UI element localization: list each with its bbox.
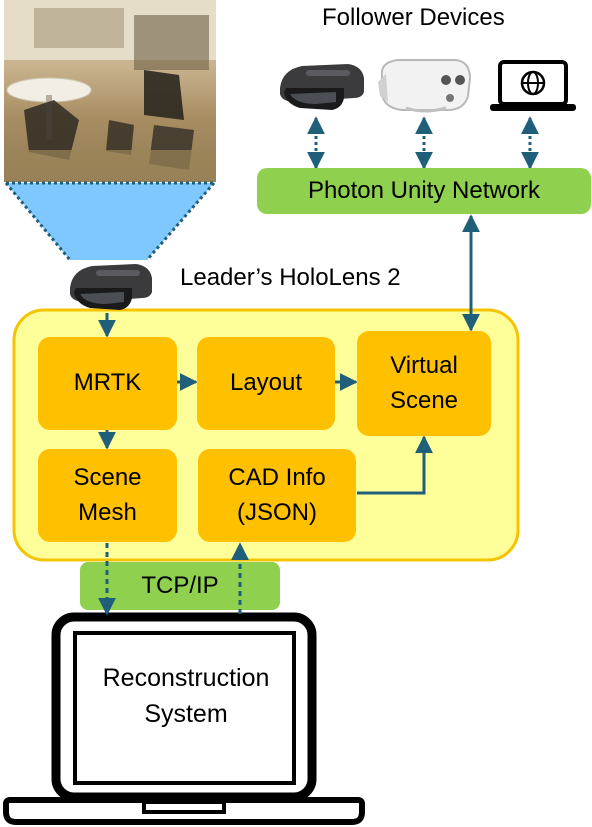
layout-box: Layout — [197, 337, 335, 430]
photon-network-box: Photon Unity Network — [257, 168, 591, 214]
camera-frustum — [6, 183, 214, 260]
reconstruction-system-label: Reconstruction System — [102, 664, 270, 729]
laptop-icon — [3, 612, 365, 825]
mrtk-box: MRTK — [38, 337, 177, 430]
hololens-follower-icon — [280, 64, 364, 110]
scene-mesh-box: Scene Mesh — [38, 449, 177, 542]
link-cad-scene — [357, 435, 433, 495]
hololens-icon — [70, 264, 152, 310]
laptop-globe-icon — [490, 60, 576, 111]
virtual-scene-box: Virtual Scene — [357, 331, 491, 436]
room-photo — [4, 0, 216, 182]
cad-info-box: CAD Info (JSON) — [198, 449, 356, 542]
leader-hololens-title: Leader’s HoloLens 2 — [180, 264, 401, 291]
quest-headset-icon — [378, 59, 472, 113]
follower-devices-title: Follower Devices — [322, 4, 505, 31]
room-photo-detail — [4, 0, 216, 182]
tcp-ip-label: TCP/IP — [141, 572, 219, 599]
photon-network-label: Photon Unity Network — [307, 177, 541, 204]
tcp-ip-box: TCP/IP — [80, 562, 280, 610]
